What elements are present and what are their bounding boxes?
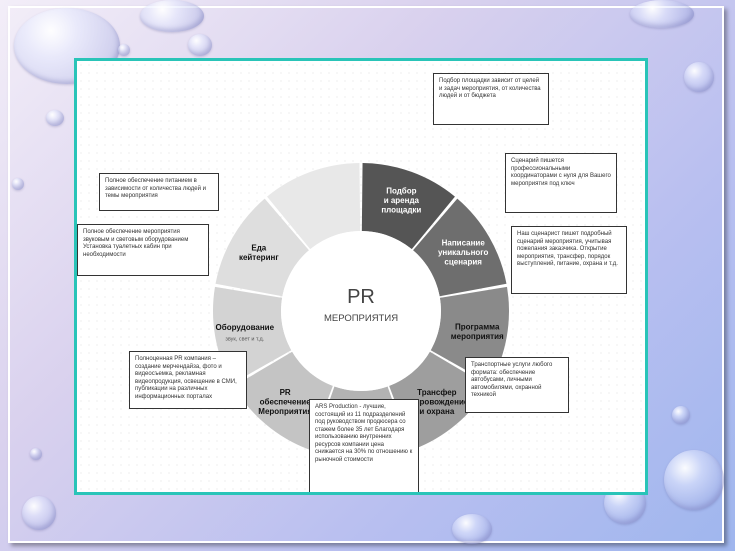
segment-scenario [413, 198, 507, 297]
slide-frame [8, 6, 724, 543]
note-pr: Полноценная PR компания – создание мерче… [129, 351, 247, 409]
segment-label-scenario: Написание [442, 239, 486, 248]
bubble-decoration [22, 496, 56, 530]
segment-label-program: мероприятия [451, 332, 504, 341]
segment-label-scenario: уникального [438, 248, 489, 257]
segment-catering [215, 198, 309, 297]
bubble-decoration [630, 0, 694, 28]
segment-label-transfer: сопровождение [405, 397, 468, 406]
segment-sublabel-equipment: звук, свет и т.д. [225, 337, 264, 343]
segment-label-catering: кейтеринг [239, 253, 279, 262]
segment-label-pr: PR [280, 388, 291, 397]
segment-blank [267, 163, 361, 250]
bubble-decoration [188, 34, 212, 56]
bubble-decoration [12, 178, 24, 190]
bubble-decoration [46, 110, 64, 126]
segment-label-venue: Подбор [386, 187, 416, 196]
bubble-decoration [140, 0, 204, 32]
note-program: Наш сценарист пишет подробный сценарий м… [511, 226, 627, 294]
segment-label-venue: и аренда [384, 196, 420, 205]
note-scenario: Сценарий пишется профессиональными коорд… [505, 153, 617, 213]
note-catering: Полное обеспечение питанием в зависимост… [99, 173, 219, 211]
bubble-decoration [664, 450, 724, 510]
segment-label-transfer: и охрана [419, 407, 454, 416]
bubble-decoration [684, 62, 714, 92]
segment-venue [361, 163, 455, 250]
note-equipment: Полное обеспечение мероприятия звуковым … [77, 224, 209, 276]
segment-label-catering: Еда [251, 243, 266, 252]
bubble-decoration [118, 44, 130, 56]
note-transfer: Транспортные услуги любого формата: обес… [465, 357, 569, 413]
center-subtitle: МЕРОПРИЯТИЯ [324, 313, 398, 324]
segment-label-transfer: Трансфер [417, 388, 457, 397]
bubble-decoration [672, 406, 690, 424]
segment-label-program: Программа [455, 323, 500, 332]
note-pluses: ARS Production - лучшие, состоящий из 11… [309, 399, 419, 492]
center-title: PR [347, 286, 375, 308]
wheel-center [281, 231, 441, 391]
segment-label-venue: площадки [381, 206, 421, 215]
bubble-decoration [452, 514, 492, 544]
segment-label-pr: Мероприятия [258, 407, 312, 416]
segment-label-equipment: Оборудование [216, 323, 275, 332]
bubble-decoration [30, 448, 42, 460]
segment-label-scenario: сценария [444, 258, 482, 267]
segment-pr [233, 351, 333, 450]
note-venue: Подбор площадки зависит от целей и задач… [433, 73, 549, 125]
segment-label-pr: обеспечение [260, 397, 312, 406]
